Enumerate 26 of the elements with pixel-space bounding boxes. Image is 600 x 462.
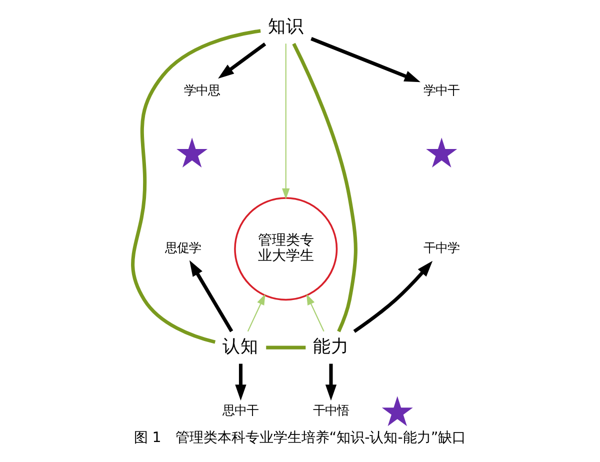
arrow bbox=[247, 294, 266, 332]
node-text: 思中干 bbox=[222, 402, 259, 418]
arrow bbox=[218, 42, 266, 79]
arrow bbox=[353, 260, 433, 333]
arrow bbox=[306, 294, 324, 332]
caption: 图 1 管理类本科专业学生培养“知识-认知-能力”缺口 bbox=[134, 430, 466, 446]
arrow bbox=[235, 364, 246, 401]
connector bbox=[266, 346, 306, 350]
node-text: 知识 bbox=[268, 17, 304, 38]
node-text: 认知 bbox=[222, 336, 259, 357]
node-star bbox=[426, 138, 458, 168]
node-circle: 管理类专业大学生 bbox=[234, 197, 338, 301]
arrow bbox=[282, 44, 290, 200]
arrow bbox=[189, 260, 234, 332]
node-text: 学中干 bbox=[424, 82, 460, 98]
node-text: 干中学 bbox=[424, 240, 460, 256]
arrow bbox=[325, 364, 337, 401]
connector bbox=[292, 42, 358, 332]
node-text: 干中悟 bbox=[312, 402, 349, 418]
node-text: 思促学 bbox=[165, 240, 202, 256]
connector bbox=[131, 29, 261, 344]
arrow bbox=[310, 37, 420, 82]
node-star bbox=[176, 138, 208, 168]
node-text: 学中思 bbox=[184, 82, 220, 98]
node-text: 能力 bbox=[312, 336, 349, 357]
node-star bbox=[382, 396, 413, 426]
